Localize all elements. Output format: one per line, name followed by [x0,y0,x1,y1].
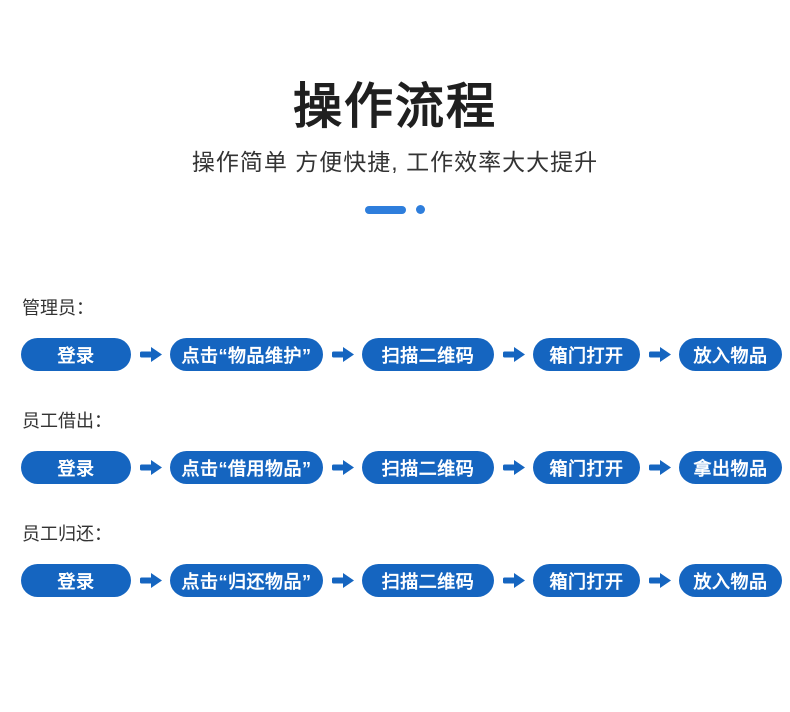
flow-step-pill: 拿出物品 [679,451,782,484]
arrow-right-icon [640,346,679,363]
flow-step-pill: 扫描二维码 [362,451,494,484]
flow-label-employee-borrow: 员工借出： [22,411,112,431]
flow-row-admin: 登录 点击“物品维护” 扫描二维码 箱门打开 放入物品 [0,338,790,371]
flow-step-pill: 箱门打开 [533,338,640,371]
operation-flow-infographic: 操作流程 操作简单 方便快捷, 工作效率大大提升 管理员： 登录 点击“物品维护… [0,0,790,597]
hero-header: 操作流程 操作简单 方便快捷, 工作效率大大提升 [0,0,790,214]
arrow-right-icon [323,346,362,363]
flow-step-pill: 登录 [21,564,131,597]
flow-label-admin: 管理员： [22,298,94,318]
arrow-right-icon [131,459,170,476]
page-subtitle: 操作简单 方便快捷, 工作效率大大提升 [191,149,599,175]
flow-step-pill: 扫描二维码 [362,564,494,597]
flow-step-pill: 箱门打开 [533,451,640,484]
flow-row-employee-borrow: 登录 点击“借用物品” 扫描二维码 箱门打开 拿出物品 [0,451,790,484]
arrow-right-icon [494,459,533,476]
arrow-right-icon [640,572,679,589]
arrow-right-icon [323,459,362,476]
flow-admin: 管理员： 登录 点击“物品维护” 扫描二维码 箱门打开 放入物品 [0,298,790,371]
arrow-right-icon [494,346,533,363]
page-title: 操作流程 [292,80,497,134]
arrow-right-icon [131,346,170,363]
flow-employee-return: 员工归还： 登录 点击“归还物品” 扫描二维码 箱门打开 放入物品 [0,524,790,597]
flow-step-pill: 点击“借用物品” [170,451,323,484]
arrow-right-icon [323,572,362,589]
arrow-right-icon [640,459,679,476]
divider-dot-icon [416,205,425,214]
title-divider [0,205,790,214]
flow-step-pill: 点击“物品维护” [170,338,323,371]
flow-step-pill: 登录 [21,451,131,484]
flow-employee-borrow: 员工借出： 登录 点击“借用物品” 扫描二维码 箱门打开 拿出物品 [0,411,790,484]
flow-step-pill: 登录 [21,338,131,371]
flow-step-pill: 放入物品 [679,564,782,597]
arrow-right-icon [494,572,533,589]
flow-step-pill: 扫描二维码 [362,338,494,371]
flow-step-pill: 放入物品 [679,338,782,371]
flow-label-employee-return: 员工归还： [22,524,112,544]
flow-sections: 管理员： 登录 点击“物品维护” 扫描二维码 箱门打开 放入物品 [0,298,790,597]
flow-row-employee-return: 登录 点击“归还物品” 扫描二维码 箱门打开 放入物品 [0,564,790,597]
flow-step-pill: 点击“归还物品” [170,564,323,597]
arrow-right-icon [131,572,170,589]
divider-dash-icon [365,205,406,214]
flow-step-pill: 箱门打开 [533,564,640,597]
